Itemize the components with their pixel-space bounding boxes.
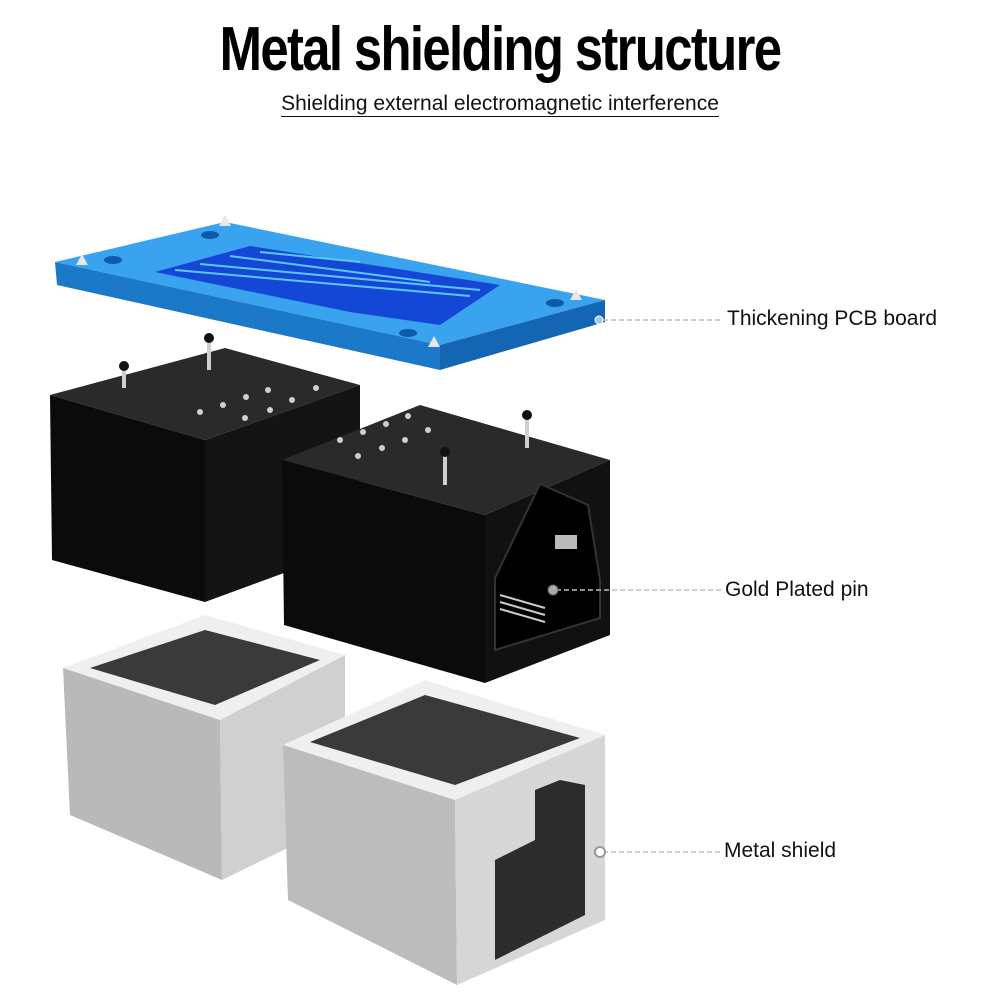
callout-dot-pcb (594, 315, 604, 325)
pcb-traces (174, 251, 481, 297)
callout-label-pcb: Thickening PCB board (727, 307, 938, 330)
callout-label-shield: Metal shield (724, 839, 837, 862)
left-jack-housing (50, 333, 360, 602)
callout-label-pin: Gold Plated pin (725, 578, 869, 601)
pcb-trace-area (155, 246, 500, 325)
callout-leaders (556, 319, 722, 853)
subtitle-text: Shielding external electromagnetic inter… (281, 92, 719, 117)
right-jack-housing (282, 405, 610, 683)
pcb-board (55, 215, 605, 370)
page-subtitle: Shielding external electromagnetic inter… (0, 92, 1000, 117)
callout-dot-pin (547, 584, 559, 596)
page-title: Metal shielding structure (219, 15, 782, 84)
rj45-port-opening (495, 780, 585, 960)
left-pins (119, 333, 319, 421)
right-metal-shield (283, 680, 605, 985)
gold-plated-contacts (499, 594, 546, 623)
callout-dot-shield (594, 846, 606, 858)
